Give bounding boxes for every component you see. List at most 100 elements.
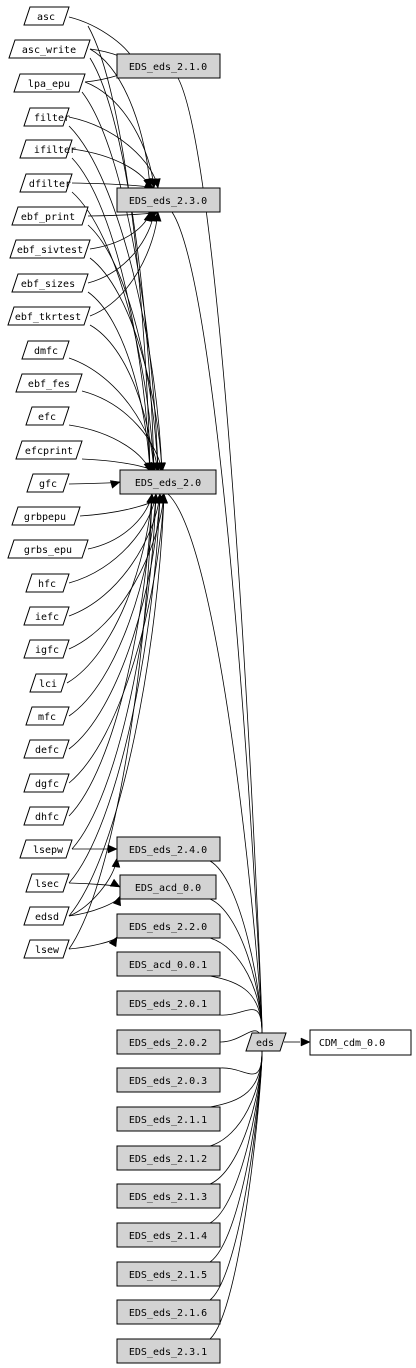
node-ifilter[interactable]: ifilter [19,139,76,159]
node-eds-eds-2-0-3[interactable]: EDS_eds_2.0.3 [116,1067,221,1093]
node-label: EDS_eds_2.1.2 [129,1154,207,1165]
edge-line [68,116,159,189]
node-label: EDS_eds_2.2.0 [129,922,207,933]
node-ebf-tkrtest[interactable]: ebf_tkrtest [7,306,91,326]
node-eds-eds-2-1-6[interactable]: EDS_eds_2.1.6 [116,1299,221,1325]
edge-line [171,211,263,1034]
node-label: EDS_eds_2.1.0 [129,62,207,73]
node-eds[interactable]: eds [245,1032,287,1052]
node-ebf-fes[interactable]: ebf_fes [15,373,83,393]
edge-arrowhead [152,211,162,222]
node-ebf-sivtest[interactable]: ebf_sivtest [9,239,91,259]
node-lsepw[interactable]: lsepw [19,839,73,859]
node-label: iefc [35,612,59,623]
edge-arrowhead [111,857,121,868]
node-label: defc [35,745,59,756]
edge-line [66,493,153,684]
node-ebf-sizes[interactable]: ebf_sizes [11,273,89,293]
node-gfc[interactable]: gfc [26,473,70,493]
node-label: efcprint [25,446,73,457]
node-lpa-epu[interactable]: lpa_epu [13,73,86,93]
node-grbs-epu[interactable]: grbs_epu [7,539,89,559]
node-label: EDS_eds_2.1.1 [129,1115,207,1126]
node-dfilter[interactable]: dfilter [19,173,73,193]
node-label: hfc [38,579,56,590]
node-iefc[interactable]: iefc [23,606,70,626]
node-grbpepu[interactable]: grbpepu [11,506,81,526]
node-label: edsd [35,912,59,923]
node-label: EDS_eds_2.0.1 [129,999,207,1010]
edge-line [87,25,151,473]
node-label: dmfc [34,346,58,357]
node-label: lci [39,679,57,690]
node-lsew[interactable]: lsew [23,939,70,959]
node-filter[interactable]: filter [23,107,70,127]
edge-arrowhead [107,844,118,854]
node-label: asc [37,12,55,23]
node-eds-eds-2-1-3[interactable]: EDS_eds_2.1.3 [116,1183,221,1209]
edge-arrowhead [152,178,161,189]
node-dmfc[interactable]: dmfc [21,340,70,360]
node-label: EDS_eds_2.1.4 [129,1231,207,1242]
node-eds-eds-2-3-1[interactable]: EDS_eds_2.3.1 [116,1338,221,1364]
node-eds-eds-2-1-5[interactable]: EDS_eds_2.1.5 [116,1261,221,1287]
node-label: EDS_acd_0.0 [135,883,201,894]
edge-line [89,57,155,473]
edge-arrowhead [147,493,157,504]
edge-arrowhead [300,1037,311,1047]
node-eds-eds-2-0-2[interactable]: EDS_eds_2.0.2 [116,1029,221,1055]
node-asc[interactable]: asc [23,6,70,26]
node-eds-acd-0-0-1[interactable]: EDS_acd_0.0.1 [116,951,221,977]
edge-arrowhead [159,493,169,504]
node-asc-write[interactable]: asc_write [8,39,91,59]
node-eds-eds-2-2-0[interactable]: EDS_eds_2.2.0 [116,913,221,939]
node-hfc[interactable]: hfc [25,573,70,593]
node-label: filter [34,113,70,124]
node-dgfc[interactable]: dgfc [23,773,70,793]
edge-arrowhead [108,936,118,948]
node-efcprint[interactable]: efcprint [15,440,83,460]
edge-line [68,493,165,784]
edge-arrowhead [109,480,121,489]
node-label: ebf_tkrtest [15,312,81,323]
node-eds-acd-0-0[interactable]: EDS_acd_0.0 [119,874,217,900]
node-mfc[interactable]: mfc [25,706,70,726]
edge-line [87,291,151,473]
node-label: gfc [39,479,57,490]
edge-line [68,424,151,473]
edge-arrowhead [112,895,121,907]
node-label: EDS_eds_2.1.6 [129,1308,207,1319]
node-cdm-cdm-0-0[interactable]: CDM_cdm_0.0 [309,1029,412,1056]
node-igfc[interactable]: igfc [23,639,70,659]
node-label: dhfc [35,812,59,823]
node-ebf-print[interactable]: ebf_print [11,206,89,226]
node-dhfc[interactable]: dhfc [23,806,70,826]
node-edsd[interactable]: edsd [23,906,70,926]
edge-line [89,211,151,250]
node-label: EDS_eds_2.1.5 [129,1270,207,1281]
node-label: lpa_epu [28,79,70,90]
node-label: ebf_sizes [21,279,75,290]
node-eds-eds-2-1-2[interactable]: EDS_eds_2.1.2 [116,1145,221,1171]
node-eds-eds-2-1-0[interactable]: EDS_eds_2.1.0 [116,53,221,79]
node-lsec[interactable]: lsec [25,873,70,893]
edge-line [89,48,151,189]
node-eds-eds-2-3-0[interactable]: EDS_eds_2.3.0 [116,187,221,213]
edge-line [68,493,161,617]
node-label: lsepw [33,845,64,856]
edge-line [177,77,263,1034]
node-label: dfilter [29,179,71,190]
node-efc[interactable]: efc [25,406,70,426]
node-eds-eds-2-4-0[interactable]: EDS_eds_2.4.0 [116,836,221,862]
node-lci[interactable]: lci [29,673,68,693]
node-eds-eds-2-0[interactable]: EDS_eds_2.0 [119,469,217,495]
edge-line [209,1050,263,1147]
edge-line [68,493,161,750]
node-eds-eds-2-1-4[interactable]: EDS_eds_2.1.4 [116,1222,221,1248]
edge-line [71,191,155,473]
node-eds-eds-2-1-1[interactable]: EDS_eds_2.1.1 [116,1106,221,1132]
node-label: asc_write [22,45,76,56]
edge-line [68,493,161,884]
node-eds-eds-2-0-1[interactable]: EDS_eds_2.0.1 [116,990,221,1016]
node-defc[interactable]: defc [23,739,70,759]
